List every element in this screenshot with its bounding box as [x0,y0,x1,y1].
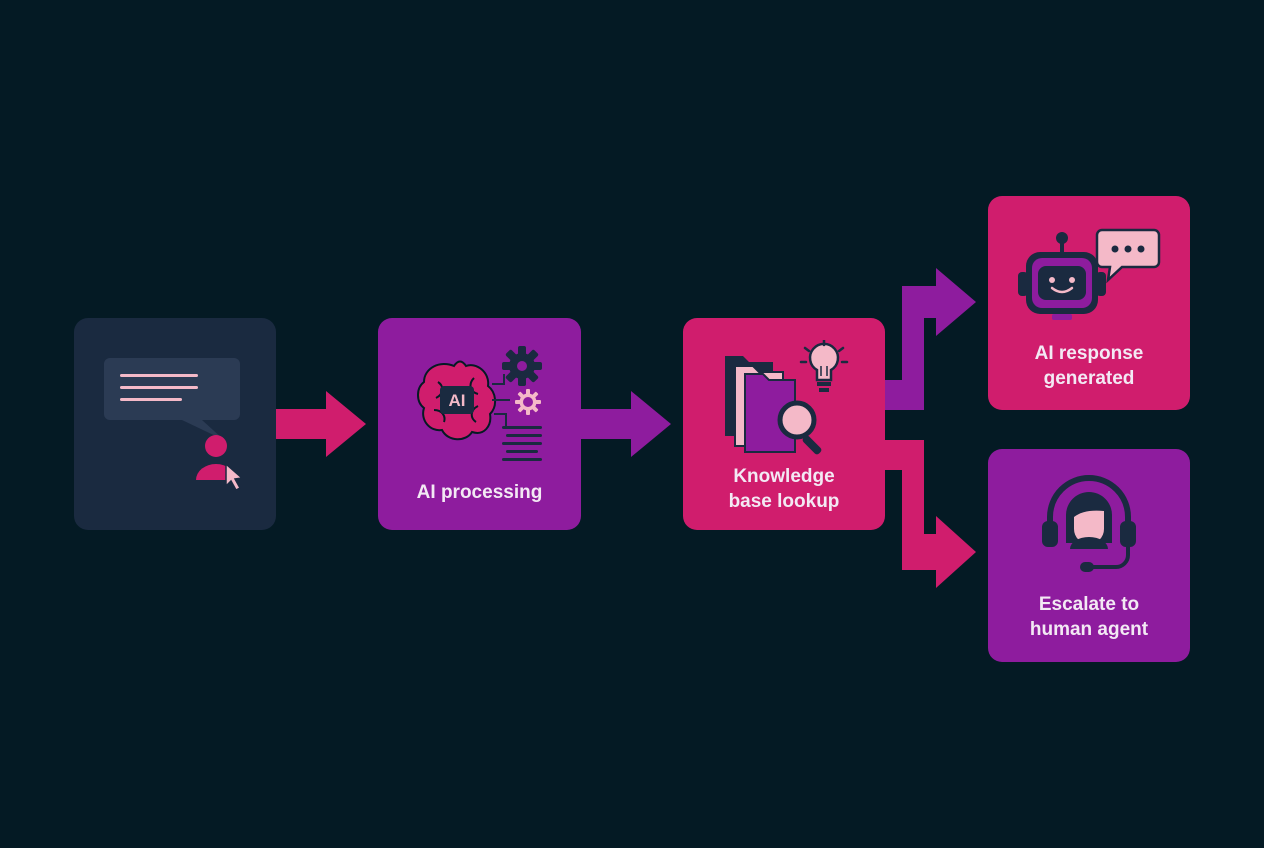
escalate-agent-label-line1: Escalate to [1038,594,1140,615]
ai-processing-box: AI [378,318,581,530]
ai-response-box: AI response generated [988,196,1190,410]
folders-magnifier-lightbulb-icon [725,340,849,455]
brain-gears-icon: AI [417,346,542,461]
ai-processing-label: AI processing [416,482,543,503]
user-input-box [74,318,276,530]
chat-user-cursor-icon [104,358,244,491]
knowledge-lookup-label-line2: base lookup [728,491,840,512]
escalate-agent-label-line2: human agent [1029,619,1149,640]
arrow-lookup-to-response [885,268,976,410]
robot-chat-icon [1018,228,1161,320]
knowledge-lookup-box: Knowledge base lookup [683,318,885,530]
escalate-agent-box: Escalate to human agent [988,449,1190,662]
ai-response-label-line1: AI response [1034,343,1144,364]
ai-chip-badge: AI [449,391,466,410]
ai-response-label-line2: generated [1043,368,1135,389]
headset-agent-icon [1042,475,1136,572]
arrow-lookup-to-escalate [885,440,976,588]
knowledge-lookup-label-line1: Knowledge [733,466,835,487]
arrow-processing-to-lookup [581,391,671,457]
arrow-input-to-processing [276,391,366,457]
